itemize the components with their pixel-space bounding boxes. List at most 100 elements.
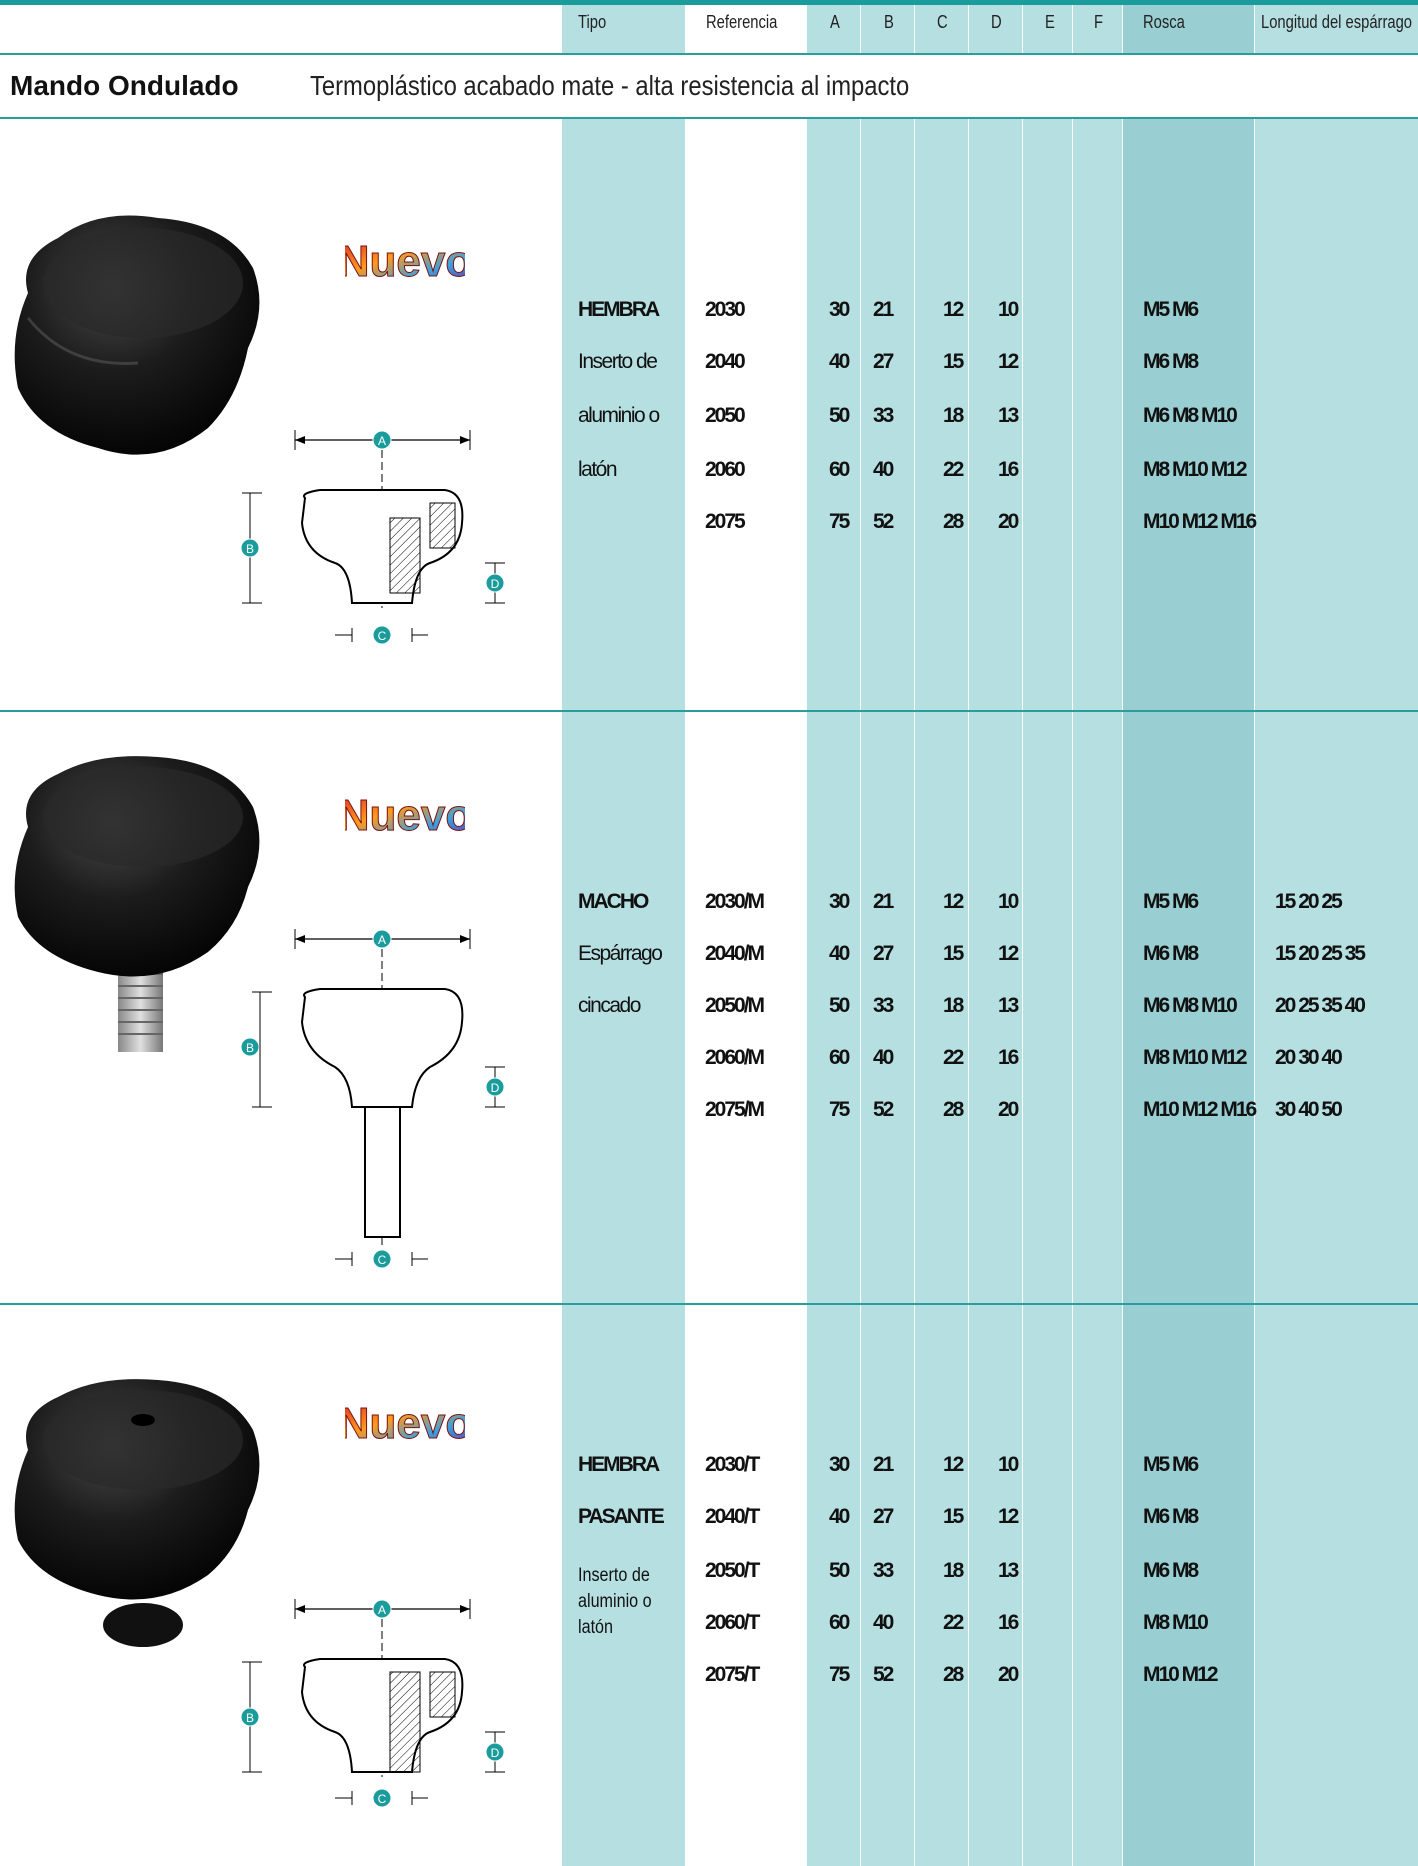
dimension-drawing: A B D C — [240, 1599, 505, 1808]
ref-cell: 2075 — [705, 510, 746, 533]
ref-cell: 2075/T — [705, 1663, 760, 1686]
column-divider — [806, 5, 807, 1866]
c-cell: 15 — [943, 1505, 964, 1528]
d-cell: 20 — [998, 510, 1019, 533]
b-cell: 33 — [873, 404, 894, 427]
a-cell: 40 — [829, 1505, 850, 1528]
a-cell: 60 — [829, 458, 850, 481]
d-cell: 13 — [998, 1559, 1019, 1582]
rosca-cell: M10 M12 M16 — [1143, 510, 1257, 533]
c-cell: 22 — [943, 458, 964, 481]
nuevo-badge: Nuevo — [345, 791, 465, 841]
column-divider — [1072, 5, 1073, 1866]
rosca-cell: M5 M6 — [1143, 1453, 1199, 1476]
tipo-label: HEMBRA — [578, 1453, 660, 1476]
nuevo-text: Nuevo — [345, 237, 465, 286]
tipo-desc: Inserto de — [578, 350, 658, 373]
c-cell: 12 — [943, 1453, 964, 1476]
header-b: B — [884, 12, 894, 32]
header-a: A — [830, 12, 840, 32]
b-cell: 21 — [873, 1453, 894, 1476]
title-rule — [0, 117, 1418, 119]
svg-text:A: A — [378, 933, 386, 947]
ref-cell: 2040/M — [705, 942, 765, 965]
section-divider — [0, 1303, 1418, 1305]
product-title: Mando Ondulado — [10, 70, 239, 101]
longitud-cell: 20 25 35 40 — [1275, 994, 1366, 1017]
c-cell: 12 — [943, 298, 964, 321]
tipo-desc: cincado — [578, 994, 641, 1017]
c-cell: 18 — [943, 404, 964, 427]
rosca-cell: M5 M6 — [1143, 890, 1199, 913]
c-cell: 15 — [943, 350, 964, 373]
nuevo-text: Nuevo — [345, 1399, 465, 1448]
a-cell: 40 — [829, 942, 850, 965]
dimension-drawing: A B D C — [240, 430, 505, 645]
rosca-cell: M6 M8 M10 — [1143, 404, 1238, 427]
tipo-desc: latón — [578, 1617, 614, 1638]
d-cell: 12 — [998, 350, 1019, 373]
ref-cell: 2060 — [705, 458, 746, 481]
c-cell: 28 — [943, 1098, 964, 1121]
rosca-cell: M6 M8 — [1143, 1505, 1199, 1528]
a-cell: 30 — [829, 1453, 850, 1476]
tipo-desc: Espárrago — [578, 942, 663, 965]
section-divider — [0, 710, 1418, 712]
a-cell: 40 — [829, 350, 850, 373]
rosca-cell: M8 M10 M12 — [1143, 1046, 1248, 1069]
svg-text:D: D — [491, 1081, 500, 1095]
tipo-label: HEMBRA — [578, 298, 660, 321]
column-band-rosca — [1122, 5, 1254, 1866]
a-cell: 75 — [829, 1098, 850, 1121]
rosca-cell: M6 M8 — [1143, 350, 1199, 373]
header-longitud: Longitud del espárrago — [1261, 12, 1412, 32]
b-cell: 52 — [873, 1098, 894, 1121]
ref-cell: 2030 — [705, 298, 746, 321]
section-hembra-pasante: Nuevo A B D C HEMBRA PASANTE Inserto de … — [0, 1305, 1418, 1866]
svg-text:C: C — [378, 1253, 387, 1267]
svg-text:C: C — [378, 629, 387, 643]
header-blank — [0, 5, 562, 52]
d-cell: 20 — [998, 1098, 1019, 1121]
rosca-cell: M5 M6 — [1143, 298, 1199, 321]
c-cell: 18 — [943, 994, 964, 1017]
a-cell: 60 — [829, 1046, 850, 1069]
header-f: F — [1094, 12, 1104, 32]
b-cell: 40 — [873, 1046, 894, 1069]
a-cell: 30 — [829, 298, 850, 321]
nuevo-badge: Nuevo — [345, 237, 465, 287]
product-subtitle: Termoplástico acabado mate - alta resist… — [310, 70, 910, 101]
longitud-cell: 15 20 25 — [1275, 890, 1343, 913]
b-cell: 27 — [873, 1505, 894, 1528]
section-hembra: Nuevo A B D C HEMBRA Inserto de aluminio… — [0, 118, 1418, 710]
a-cell: 50 — [829, 1559, 850, 1582]
a-cell: 75 — [829, 1663, 850, 1686]
tipo-desc: aluminio o — [578, 404, 660, 427]
b-cell: 33 — [873, 1559, 894, 1582]
longitud-cell: 15 20 25 35 — [1275, 942, 1366, 965]
rosca-cell: M8 M10 M12 — [1143, 458, 1248, 481]
column-divider — [914, 5, 915, 1866]
ref-cell: 2050/M — [705, 994, 765, 1017]
ref-cell: 2075/M — [705, 1098, 765, 1121]
b-cell: 40 — [873, 1611, 894, 1634]
rosca-cell: M10 M12 M16 — [1143, 1098, 1257, 1121]
column-divider — [860, 5, 861, 1866]
ref-cell: 2030/T — [705, 1453, 760, 1476]
a-cell: 50 — [829, 994, 850, 1017]
a-cell: 75 — [829, 510, 850, 533]
c-cell: 22 — [943, 1611, 964, 1634]
tipo-desc: Inserto de — [578, 1565, 650, 1586]
svg-text:A: A — [378, 434, 386, 448]
header-rule — [0, 53, 1418, 55]
d-cell: 10 — [998, 1453, 1019, 1476]
d-cell: 20 — [998, 1663, 1019, 1686]
column-band-longitud — [1254, 5, 1418, 1866]
d-cell: 13 — [998, 404, 1019, 427]
rosca-cell: M8 M10 — [1143, 1611, 1209, 1634]
column-band-tipo — [562, 5, 685, 1866]
d-cell: 10 — [998, 298, 1019, 321]
b-cell: 27 — [873, 350, 894, 373]
title-bar — [0, 55, 1418, 117]
tipo-desc: latón — [578, 458, 618, 481]
